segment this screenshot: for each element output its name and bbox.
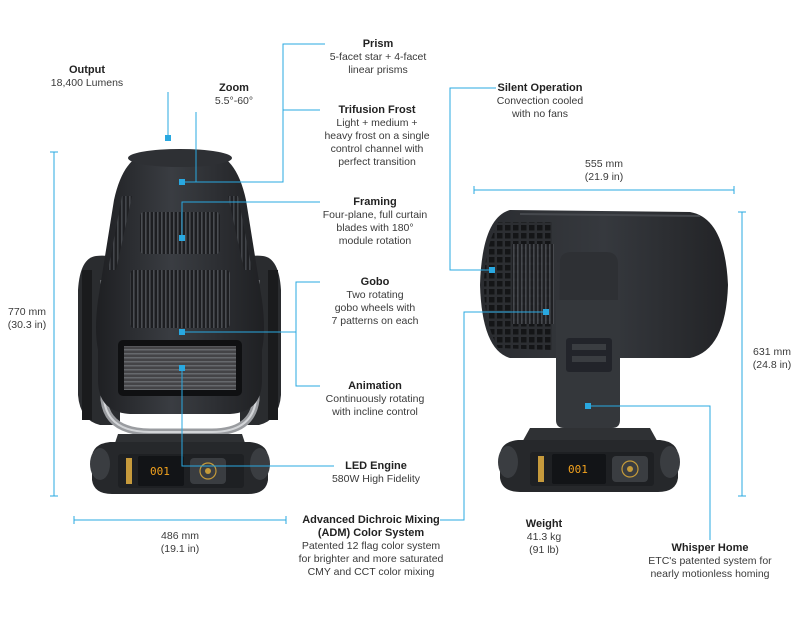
front-display-screen bbox=[138, 456, 184, 486]
front-nav-ring[interactable] bbox=[199, 462, 217, 480]
dimension-value-imperial: (24.8 in) bbox=[752, 359, 792, 371]
callout-line: gobo wheels with bbox=[334, 302, 416, 314]
callout-line: (91 lb) bbox=[529, 544, 559, 556]
callout-zoom: Zoom 5.5°-60° bbox=[204, 82, 264, 108]
callout-title: Whisper Home bbox=[671, 542, 749, 554]
callout-line: module rotation bbox=[338, 235, 412, 247]
dimension-value-imperial: (21.9 in) bbox=[584, 171, 624, 183]
callout-line: 580W High Fidelity bbox=[331, 473, 421, 485]
callout-line: Light + medium + bbox=[336, 117, 418, 129]
callout-title: Animation bbox=[348, 380, 402, 392]
callout-line: control channel with bbox=[330, 143, 424, 155]
brand-strip-left bbox=[126, 458, 132, 484]
callout-line: Four-plane, full curtain bbox=[322, 209, 428, 221]
dimension-value: 770 mm bbox=[8, 306, 46, 318]
callout-framing: Framing Four-plane, full curtain blades … bbox=[310, 196, 440, 248]
callout-line: blades with 180° bbox=[336, 222, 414, 234]
side-nav-ring[interactable] bbox=[621, 460, 639, 478]
callout-line: linear prisms bbox=[348, 64, 408, 76]
callout-line: 18,400 Lumens bbox=[50, 77, 124, 89]
dimension-value-imperial: (30.3 in) bbox=[7, 319, 47, 331]
callout-title: Output bbox=[68, 64, 106, 76]
callout-adm: Advanced Dichroic Mixing (ADM) Color Sys… bbox=[296, 514, 446, 579]
callout-line: 5.5°-60° bbox=[214, 95, 254, 107]
callout-prism: Prism 5-facet star + 4-facet linear pris… bbox=[318, 38, 438, 77]
side-screen-value: 001 bbox=[568, 463, 588, 476]
front-screen-value: 001 bbox=[150, 465, 170, 478]
dimension-height-right: 631 mm (24.8 in) bbox=[748, 346, 796, 372]
callout-gobo: Gobo Two rotating gobo wheels with 7 pat… bbox=[316, 276, 434, 328]
callout-whisper-home: Whisper Home ETC's patented system for n… bbox=[640, 542, 780, 581]
callout-animation: Animation Continuously rotating with inc… bbox=[314, 380, 436, 419]
callout-title: Advanced Dichroic Mixing bbox=[302, 514, 440, 526]
callout-weight: Weight 41.3 kg (91 lb) bbox=[514, 518, 574, 557]
dimension-width-left: 486 mm (19.1 in) bbox=[140, 530, 220, 556]
callout-title: LED Engine bbox=[345, 460, 407, 472]
callout-title: Silent Operation bbox=[497, 82, 583, 94]
callout-line: nearly motionless homing bbox=[650, 568, 770, 580]
leader-dots bbox=[165, 135, 591, 409]
callout-title: Trifusion Frost bbox=[338, 104, 416, 116]
callout-silent-operation: Silent Operation Convection cooled with … bbox=[490, 82, 590, 121]
dimension-value: 486 mm bbox=[161, 530, 199, 542]
callout-line: 7 patterns on each bbox=[331, 315, 419, 327]
callout-line: heavy frost on a single bbox=[324, 130, 430, 142]
callout-line: Continuously rotating bbox=[325, 393, 425, 405]
callout-title: Framing bbox=[353, 196, 397, 208]
dimension-lines bbox=[50, 151, 746, 524]
callout-output: Output 18,400 Lumens bbox=[42, 64, 132, 90]
brand-strip-right bbox=[538, 456, 544, 482]
callout-title-2: (ADM) Color System bbox=[317, 527, 425, 539]
callout-title: Gobo bbox=[360, 276, 390, 288]
callout-trifusion-frost: Trifusion Frost Light + medium + heavy f… bbox=[312, 104, 442, 169]
callout-title: Zoom bbox=[219, 82, 249, 94]
callout-line: with incline control bbox=[332, 406, 418, 418]
callout-line: with no fans bbox=[511, 108, 569, 120]
dimension-value-imperial: (19.1 in) bbox=[160, 543, 200, 555]
callout-line: 5-facet star + 4-facet bbox=[329, 51, 427, 63]
callout-line: CMY and CCT color mixing bbox=[307, 566, 435, 578]
dimension-value: 555 mm bbox=[585, 158, 623, 170]
leader-lines bbox=[167, 43, 711, 540]
dimension-height-left: 770 mm (30.3 in) bbox=[4, 306, 50, 332]
callout-line: ETC's patented system for bbox=[648, 555, 772, 567]
front-view-fixture bbox=[78, 149, 281, 494]
callout-line: 41.3 kg bbox=[526, 531, 562, 543]
callout-title: Prism bbox=[362, 38, 394, 50]
callout-line: perfect transition bbox=[338, 156, 416, 168]
callout-line: Patented 12 flag color system bbox=[301, 540, 441, 552]
callout-title: Weight bbox=[525, 518, 563, 530]
side-view-fixture bbox=[480, 210, 728, 492]
callout-line: for brighter and more saturated bbox=[298, 553, 444, 565]
callout-led-engine: LED Engine 580W High Fidelity bbox=[326, 460, 426, 486]
dimension-value: 631 mm bbox=[753, 346, 791, 358]
callout-line: Two rotating bbox=[346, 289, 404, 301]
dimension-depth-right: 555 mm (21.9 in) bbox=[564, 158, 644, 184]
callout-line: Convection cooled bbox=[496, 95, 584, 107]
side-display-screen bbox=[552, 454, 606, 484]
